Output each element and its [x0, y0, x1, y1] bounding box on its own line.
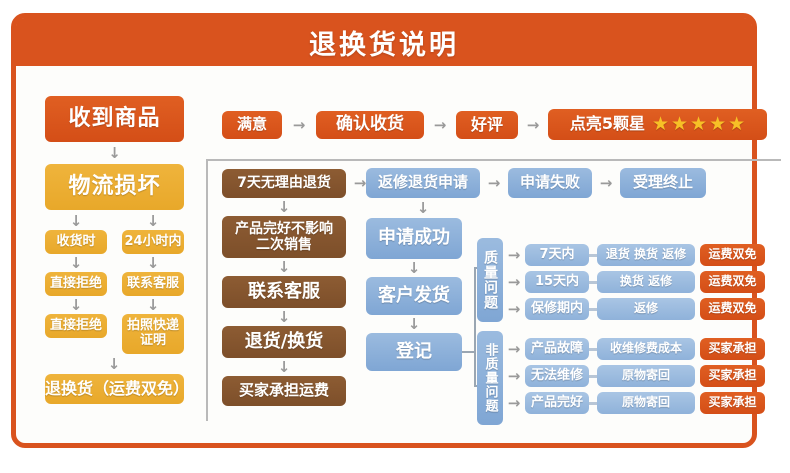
arrow-damage-to-receipt-time: ↓: [69, 211, 83, 230]
star-icon-3: ★: [690, 113, 708, 135]
node-buyer-pays-freight[interactable]: 买家承担运费: [222, 376, 346, 406]
node-satisfied[interactable]: 满意: [222, 111, 282, 139]
node-quality-action-1[interactable]: 退货 换货 返修: [597, 244, 695, 266]
arrow-7day-to-apply: →: [353, 174, 367, 192]
photo-proof-line1: 拍照快递证明: [126, 318, 179, 348]
node-direct-reject-2[interactable]: 直接拒绝: [45, 314, 107, 338]
node-repair-return-application[interactable]: 返修退货申请: [366, 168, 480, 198]
node-contact-service-left[interactable]: 联系客服: [122, 272, 184, 296]
arrow-intact-to-contact: ↓: [277, 257, 291, 276]
bracket-register-stem: [462, 351, 476, 353]
arrow-nonquality-row2: →: [507, 366, 521, 385]
arrow-contact-to-return-exchange: ↓: [277, 307, 291, 326]
node-five-stars[interactable]: 点亮5颗星 ★ ★ ★ ★ ★: [548, 109, 767, 140]
arrow-to-left-result: ↓: [107, 354, 121, 373]
node-quality-action-2[interactable]: 换货 返修: [597, 271, 695, 293]
star-icon-2: ★: [671, 113, 689, 135]
node-within-24h[interactable]: 24小时内: [122, 230, 184, 254]
node-customer-ship[interactable]: 客户发货: [366, 277, 462, 315]
arrow-praise-to-stars: →: [526, 115, 540, 134]
star-icon-1: ★: [651, 113, 669, 135]
arrow-contact-to-photo: ↓: [146, 295, 160, 314]
node-quality-period-3[interactable]: 保修期内: [525, 298, 589, 320]
arrow-confirm-to-praise: →: [433, 115, 447, 134]
arrow-success-to-ship: ↓: [407, 258, 421, 277]
label-non-quality-issue[interactable]: 非质量问题: [477, 331, 503, 425]
node-return-or-exchange[interactable]: 退货/换货: [222, 326, 346, 358]
node-nonquality-cost-2[interactable]: 买家承担: [700, 365, 765, 387]
node-nonquality-action-3[interactable]: 原物寄回: [597, 392, 695, 414]
node-quality-period-1[interactable]: 7天内: [525, 244, 589, 266]
diagram-frame: 退换货说明 收到商品 ↓ 物流损坏 ↓ ↓ 收货时 24小时内 ↓ ↓ 直接拒绝…: [11, 13, 781, 448]
node-logistics-damage[interactable]: 物流损坏: [45, 164, 184, 210]
five-stars-label: 点亮5颗星: [569, 114, 645, 134]
arrow-satisfied-to-confirm: →: [292, 115, 306, 134]
node-nonquality-action-2[interactable]: 原物寄回: [597, 365, 695, 387]
arrow-apply-to-success: ↓: [416, 198, 430, 217]
node-receive-goods[interactable]: 收到商品: [45, 96, 184, 142]
arrow-damage-to-24h: ↓: [146, 211, 160, 230]
arrow-apply-to-failed: →: [487, 173, 501, 192]
arrow-receipt-to-reject: ↓: [69, 253, 83, 272]
node-quality-period-2[interactable]: 15天内: [525, 271, 589, 293]
arrow-quality-row1: →: [507, 245, 521, 264]
node-nonquality-condition-1[interactable]: 产品故障: [525, 338, 589, 360]
connector-nonquality-1: [589, 348, 597, 351]
node-quality-cost-1[interactable]: 运费双免: [700, 244, 765, 266]
node-photo-proof[interactable]: 拍照快递证明: [122, 314, 184, 354]
node-quality-cost-3[interactable]: 运费双免: [700, 298, 765, 320]
star-rating: ★ ★ ★ ★ ★: [652, 115, 745, 134]
page-title: 退换货说明: [309, 29, 459, 61]
intact-line-1: 产品完好不影响: [235, 220, 333, 237]
arrow-return-to-buyer-freight: ↓: [277, 357, 291, 376]
arrow-quality-row2: →: [507, 272, 521, 291]
node-direct-reject-1[interactable]: 直接拒绝: [45, 272, 107, 296]
arrow-receive-to-damage: ↓: [108, 143, 121, 162]
node-7day-no-reason-return[interactable]: 7天无理由退货: [222, 169, 346, 198]
connector-nonquality-3: [589, 402, 597, 405]
arrow-nonquality-row3: →: [507, 393, 521, 412]
node-nonquality-cost-3[interactable]: 买家承担: [700, 392, 765, 414]
node-free-shipping-return[interactable]: 退换货（运费双免）: [45, 374, 189, 404]
node-nonquality-condition-3[interactable]: 产品完好: [525, 392, 589, 414]
node-register[interactable]: 登记: [366, 333, 462, 371]
node-quality-cost-2[interactable]: 运费双免: [700, 271, 765, 293]
node-nonquality-condition-2[interactable]: 无法维修: [525, 365, 589, 387]
star-icon-5: ★: [728, 113, 746, 135]
node-contact-service[interactable]: 联系客服: [222, 276, 346, 308]
connector-quality-1: [589, 254, 597, 257]
node-positive-review[interactable]: 好评: [456, 111, 518, 139]
arrow-reject-to-reject2: ↓: [69, 295, 83, 314]
node-application-success[interactable]: 申请成功: [366, 218, 462, 259]
intact-line-2: 二次销售: [256, 237, 312, 253]
arrow-7day-to-intact: ↓: [277, 197, 291, 216]
connector-nonquality-2: [589, 375, 597, 378]
node-nonquality-action-1[interactable]: 收维修费成本: [597, 338, 695, 360]
node-product-intact-resale[interactable]: 产品完好不影响 二次销售: [222, 216, 346, 258]
connector-quality-3: [589, 308, 597, 311]
arrow-24h-to-contact: ↓: [146, 253, 160, 272]
diagram-header: 退换货说明: [16, 18, 752, 66]
node-quality-action-3[interactable]: 返修: [597, 298, 695, 320]
panel-top-border: [206, 159, 781, 161]
node-nonquality-cost-1[interactable]: 买家承担: [700, 338, 765, 360]
node-case-terminated[interactable]: 受理终止: [620, 168, 706, 198]
arrow-nonquality-row1: →: [507, 339, 521, 358]
star-icon-4: ★: [709, 113, 727, 135]
bracket-vertical: [474, 267, 476, 387]
arrow-ship-to-register: ↓: [407, 314, 421, 333]
node-at-receipt[interactable]: 收货时: [45, 230, 107, 254]
node-confirm-receipt[interactable]: 确认收货: [316, 111, 424, 139]
arrow-failed-to-terminated: →: [599, 173, 613, 192]
panel-left-border: [206, 159, 208, 421]
arrow-quality-row3: →: [507, 299, 521, 318]
connector-quality-2: [589, 281, 597, 284]
label-quality-issue[interactable]: 质量问题: [477, 238, 503, 322]
node-application-failed[interactable]: 申请失败: [508, 168, 592, 198]
